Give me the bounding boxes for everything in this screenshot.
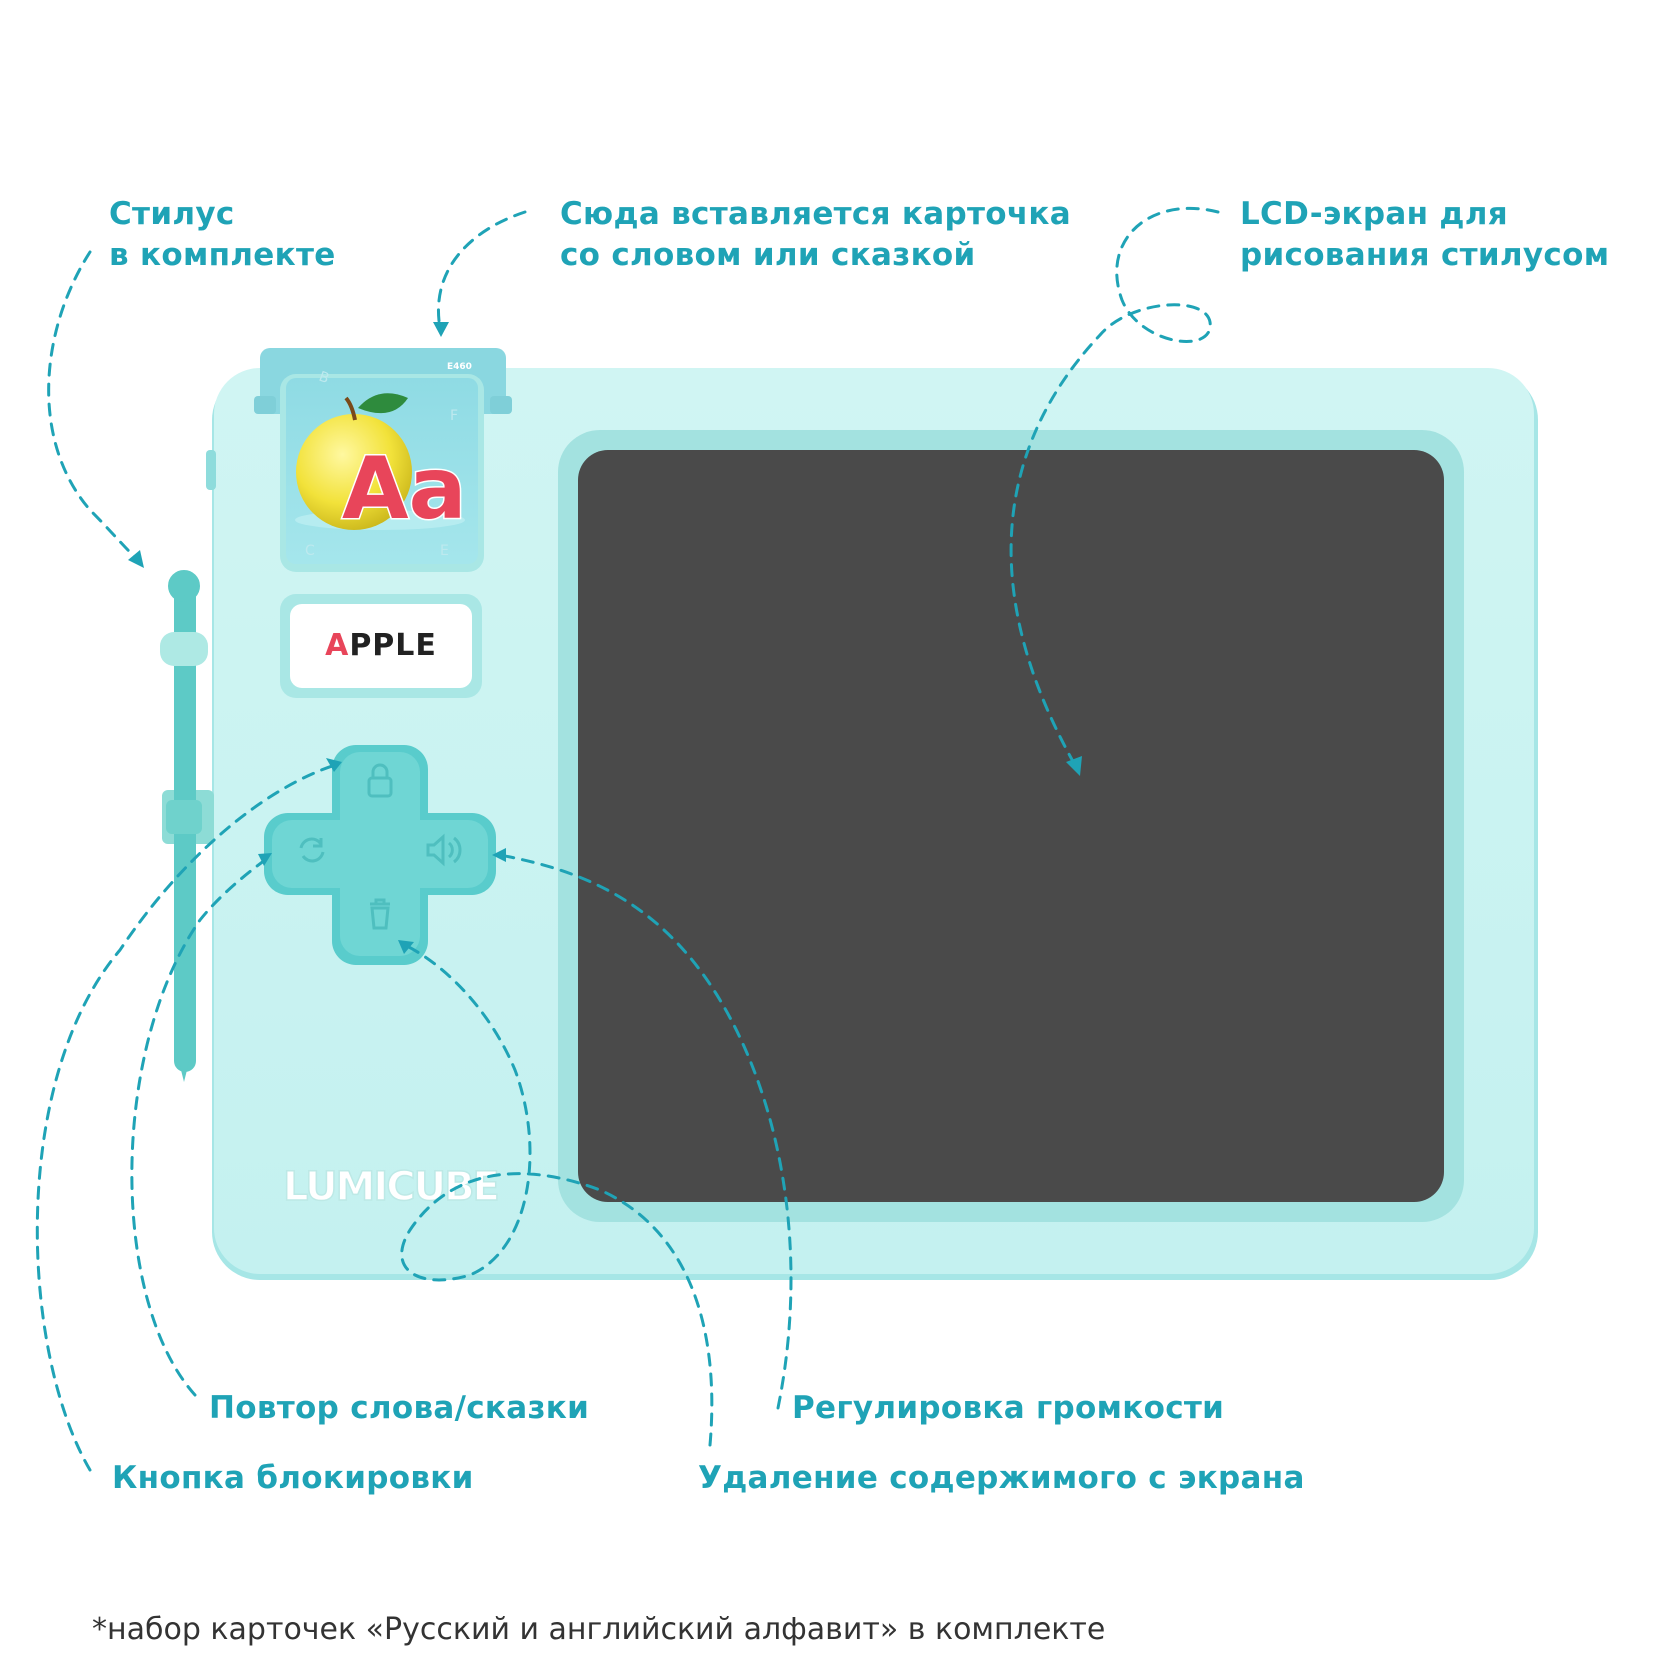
- apple-image: [295, 393, 465, 530]
- word-first-letter: A: [325, 628, 349, 663]
- leader-card-slot: [437, 210, 527, 330]
- label-clear-text: Удаление содержимого с экрана: [698, 1460, 1305, 1496]
- label-lcd-line1: LCD-экран для: [1240, 196, 1508, 232]
- brand-logo: LUMICUBE: [283, 1164, 498, 1210]
- trash-icon[interactable]: [370, 898, 390, 930]
- arrowhead-clear: [398, 940, 414, 954]
- label-volume-text: Регулировка громкости: [792, 1390, 1225, 1426]
- arrowhead-volume: [492, 848, 506, 862]
- label-repeat: Повтор слова/сказки: [209, 1388, 589, 1429]
- label-card-slot-line1: Сюда вставляется карточка: [560, 196, 1071, 232]
- flash-card[interactable]: E460 B C E F Aa: [254, 348, 512, 572]
- svg-text:E: E: [440, 543, 449, 559]
- arrowhead-stylus: [128, 550, 144, 568]
- leader-repeat: [130, 858, 267, 1397]
- label-card-slot: Сюда вставляется карточка со словом или …: [560, 194, 1071, 276]
- word-rest: PPLE: [349, 628, 437, 663]
- label-stylus-line1: Стилус: [109, 196, 235, 232]
- leader-volume: [498, 853, 793, 1410]
- label-lcd: LCD-экран для рисования стилусом: [1240, 194, 1609, 276]
- arrowhead-lock: [326, 758, 342, 772]
- svg-text:APPLE: APPLE: [325, 628, 437, 663]
- label-lcd-line2: рисования стилусом: [1240, 237, 1610, 273]
- arrowhead-lcd: [1066, 756, 1082, 776]
- arrowhead-card-slot: [433, 322, 449, 337]
- label-lock-text: Кнопка блокировки: [112, 1460, 474, 1496]
- label-clear: Удаление содержимого с экрана: [698, 1458, 1305, 1499]
- svg-text:C: C: [305, 543, 315, 559]
- stylus[interactable]: [160, 570, 214, 1082]
- word-window: APPLE: [280, 594, 482, 698]
- card-letters: Aa: [342, 439, 467, 539]
- volume-icon[interactable]: [426, 833, 462, 867]
- footnote: *набор карточек «Русский и английский ал…: [92, 1612, 1106, 1647]
- label-stylus: Стилус в комплекте: [109, 194, 336, 276]
- label-repeat-text: Повтор слова/сказки: [209, 1390, 590, 1426]
- svg-text:F: F: [450, 408, 458, 424]
- leader-lcd: [1009, 206, 1220, 767]
- control-dpad: [264, 745, 496, 965]
- repeat-icon[interactable]: [299, 837, 325, 863]
- label-volume: Регулировка громкости: [792, 1388, 1224, 1429]
- label-card-slot-line2: со словом или сказкой: [560, 237, 976, 273]
- label-lock: Кнопка блокировки: [112, 1458, 474, 1499]
- lock-icon[interactable]: [367, 763, 393, 798]
- leader-clear: [400, 943, 714, 1447]
- leader-stylus: [47, 250, 140, 562]
- card-code: E460: [447, 362, 472, 372]
- label-stylus-line2: в комплекте: [109, 237, 336, 273]
- arrowhead-repeat: [258, 853, 272, 866]
- lcd-screen[interactable]: [558, 430, 1464, 1222]
